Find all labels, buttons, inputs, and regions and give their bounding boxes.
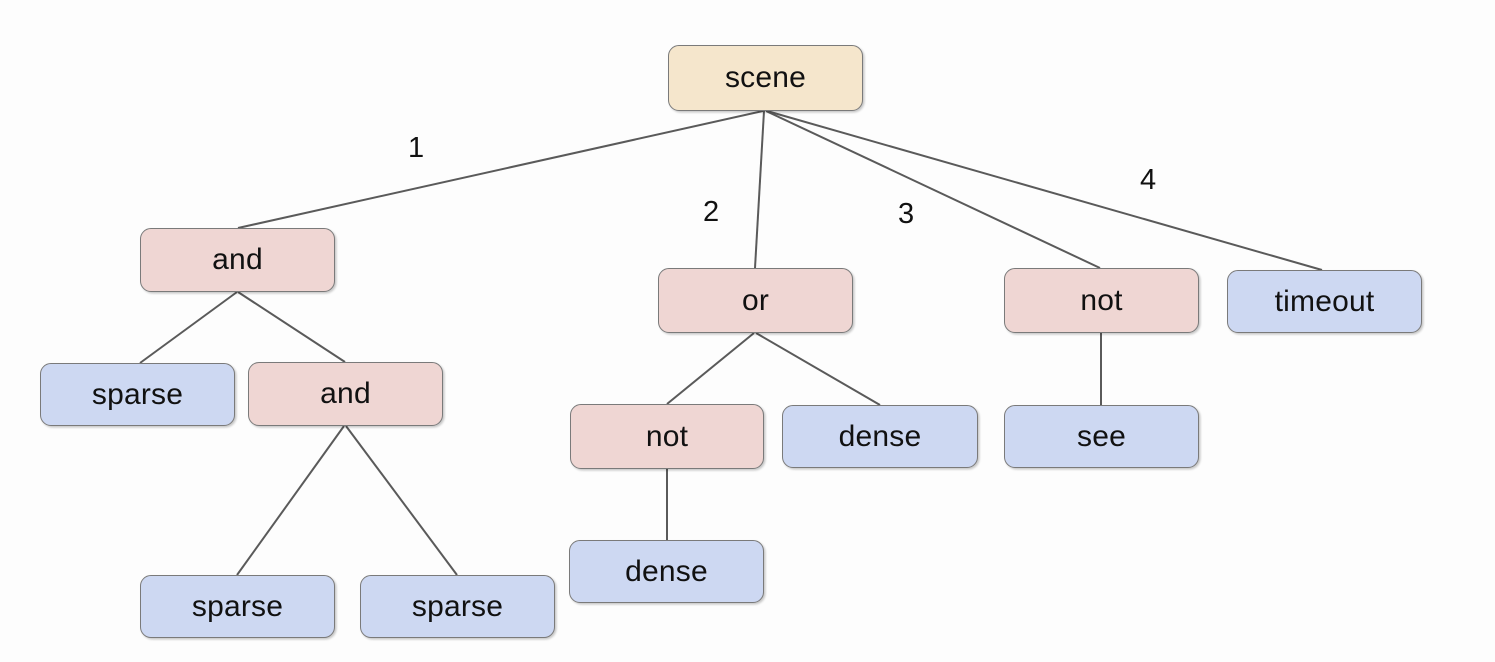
edge-or1-to-not2 [666, 332, 755, 405]
node-label: dense [625, 554, 708, 588]
node-label: scene [724, 61, 807, 94]
node-label: and [320, 377, 371, 410]
edge-label-1: 1 [408, 132, 425, 164]
node-sparse2[interactable]: sparse [140, 575, 335, 638]
node-label: sparse [411, 589, 504, 623]
node-sparse1[interactable]: sparse [40, 363, 235, 426]
node-sparse3[interactable]: sparse [360, 575, 555, 638]
node-scene[interactable]: scene [668, 45, 863, 111]
edge-label-2: 2 [703, 196, 720, 228]
edge-and2-to-sparse2 [236, 425, 345, 576]
node-label: not [1080, 283, 1123, 317]
node-label: see [1077, 419, 1126, 453]
node-and1[interactable]: and [140, 228, 335, 292]
edge-and1-to-and2 [237, 291, 346, 363]
edge-or1-to-dense1 [755, 332, 881, 406]
node-and2[interactable]: and [248, 362, 443, 426]
edge-label-4: 4 [1140, 164, 1157, 196]
node-label: timeout [1274, 284, 1375, 318]
edge-scene-to-or1 [754, 110, 765, 269]
node-dense1[interactable]: dense [782, 405, 978, 468]
node-label: sparse [191, 589, 284, 623]
node-not1[interactable]: not [1004, 268, 1199, 333]
edge-and2-to-sparse3 [345, 425, 458, 576]
node-or1[interactable]: or [658, 268, 853, 333]
node-label: and [212, 243, 263, 276]
node-timeout1[interactable]: timeout [1227, 270, 1422, 333]
node-label: dense [838, 419, 922, 453]
node-dense2[interactable]: dense [569, 540, 764, 603]
node-not2[interactable]: not [570, 404, 764, 469]
edge-scene-to-and1 [237, 110, 764, 229]
node-label: sparse [91, 377, 184, 411]
edge-and1-to-sparse1 [139, 291, 238, 364]
node-see1[interactable]: see [1004, 405, 1199, 468]
edge-scene-to-not1 [765, 110, 1101, 269]
node-label: or [741, 283, 770, 317]
node-label: not [645, 419, 689, 453]
edge-label-3: 3 [898, 198, 915, 230]
edge-scene-to-timeout1 [766, 110, 1323, 271]
